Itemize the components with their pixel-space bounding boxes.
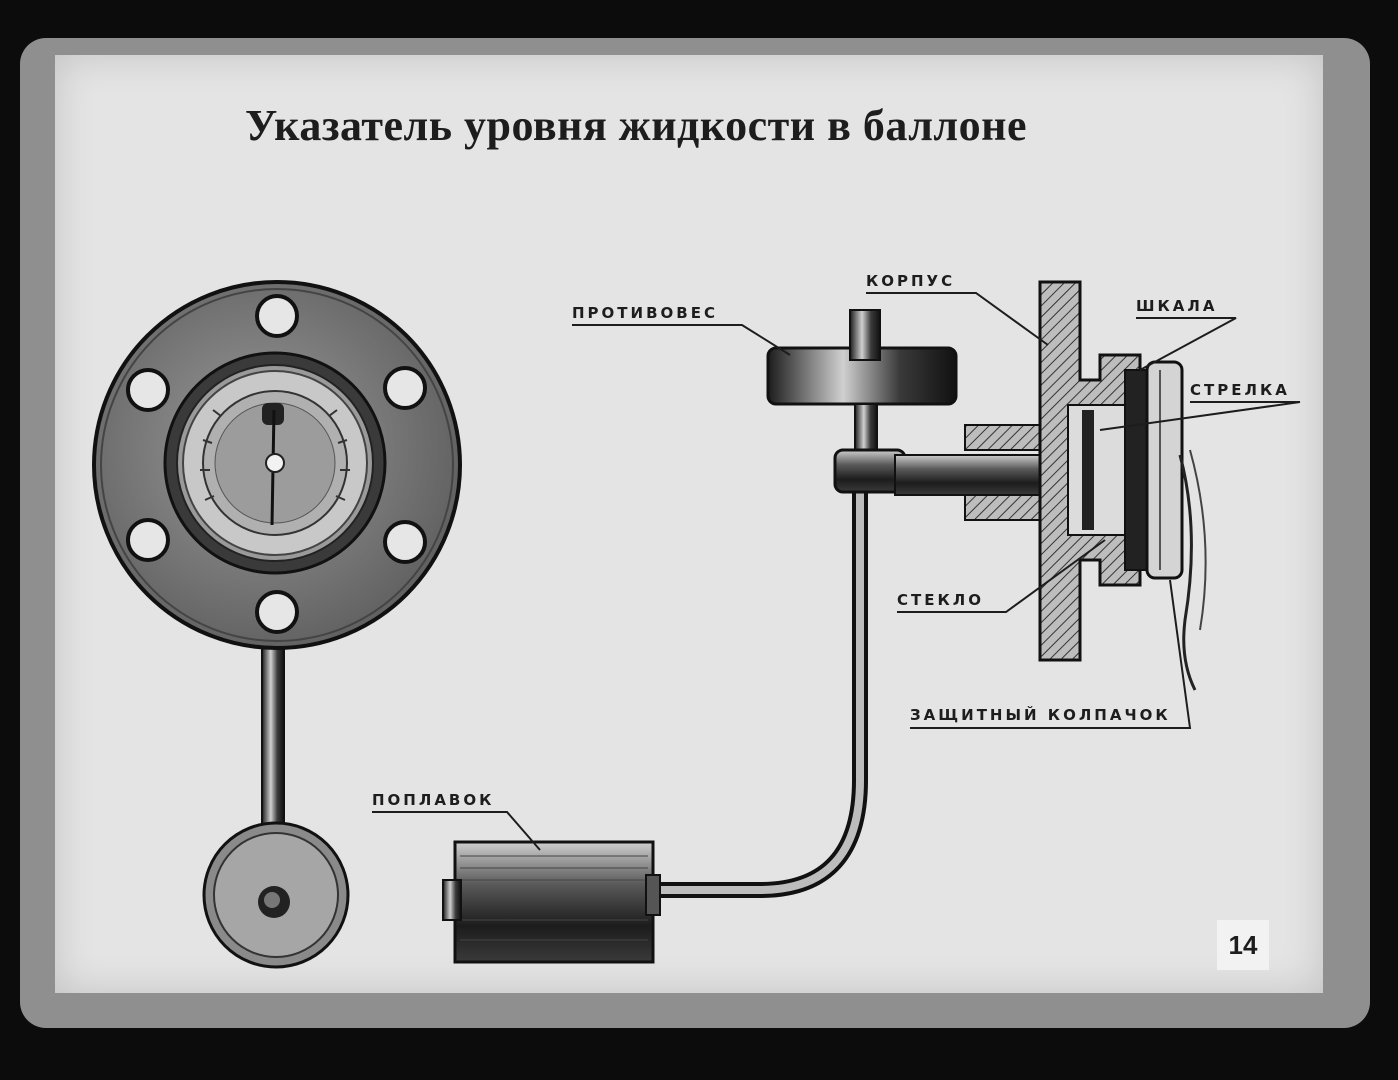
float-assembly: [442, 309, 1081, 964]
label-counterweight: ПРОТИВОВЕС: [572, 304, 718, 322]
label-protective-cap: ЗАЩИТНЫЙ КОЛПАЧОК: [910, 706, 1171, 724]
label-glass: СТЕКЛО: [897, 591, 984, 609]
label-housing: КОРПУС: [866, 272, 956, 290]
label-needle: СТРЕЛКА: [1190, 381, 1290, 399]
label-scale: ШКАЛА: [1136, 297, 1218, 315]
page-number: 14: [1217, 920, 1269, 970]
label-float: ПОПЛАВОК: [372, 791, 495, 809]
gauge-front-view: [92, 280, 462, 969]
leader-lines: [372, 292, 1301, 851]
page-title: Указатель уровня жидкости в баллоне: [245, 101, 1027, 150]
housing-cross-section: [964, 280, 1207, 691]
